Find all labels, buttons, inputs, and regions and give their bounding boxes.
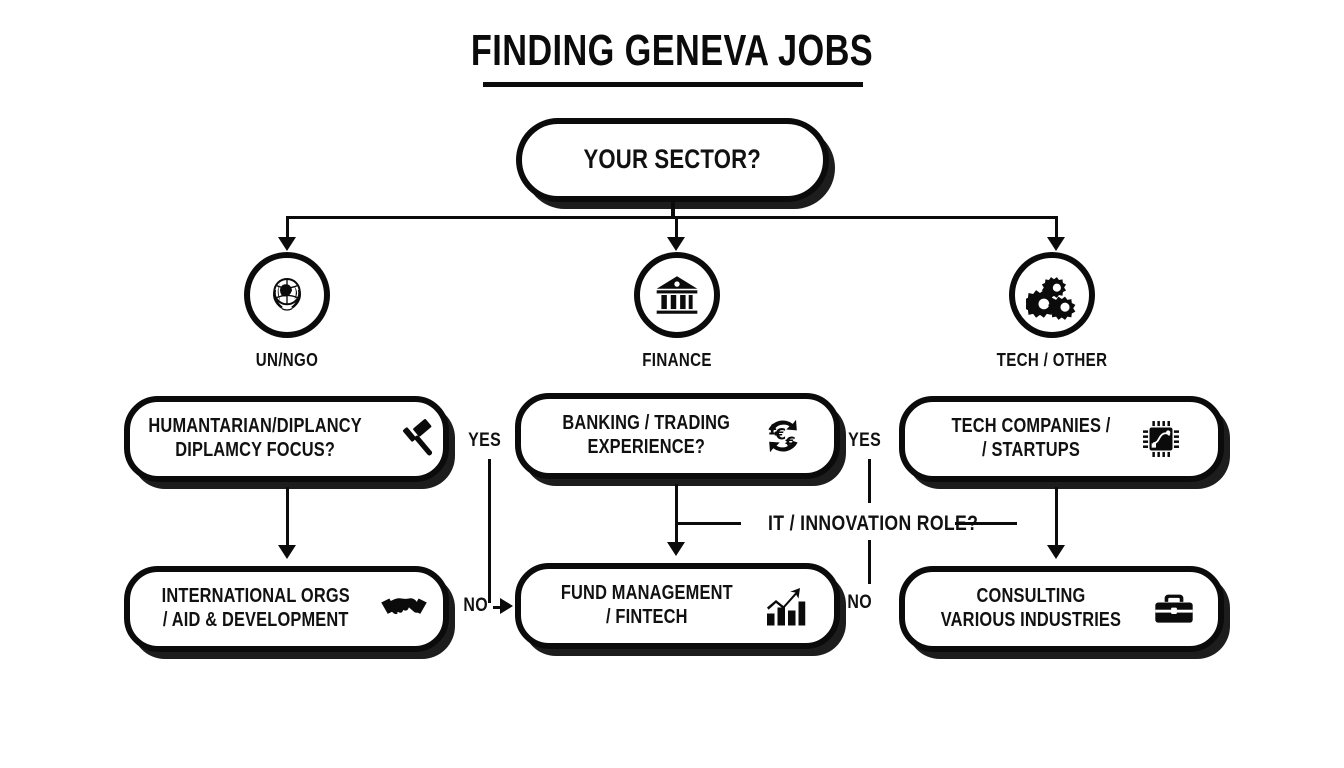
arrow-finance-question-to-outcome <box>667 542 685 556</box>
outcome-label-tech: CONSULTING VARIOUS INDUSTRIES <box>940 585 1121 631</box>
title-underline <box>483 82 863 87</box>
question-node-tech-companies[interactable]: TECH COMPANIES / / STARTUPS <box>899 396 1224 482</box>
microchip-icon <box>1133 411 1189 467</box>
connector-tech-question-to-outcome <box>1055 487 1058 549</box>
sector-label-un: UN/NGO <box>255 350 319 370</box>
growth-chart-icon <box>757 578 813 634</box>
connector-right-yes-spine <box>868 459 871 503</box>
svg-text:€: € <box>784 434 795 451</box>
sector-label-tech: TECH / OTHER <box>996 350 1108 370</box>
arrow-root-to-finance <box>667 237 685 251</box>
root-node-your-sector[interactable]: YOUR SECTOR? <box>516 118 829 202</box>
question-label-finance: BANKING / TRADING EXPERIENCE? <box>562 412 731 458</box>
outcome-node-fund-management[interactable]: FUND MANAGEMENT / FINTECH <box>515 563 840 649</box>
handshake-icon <box>376 581 432 637</box>
connector-root-to-un <box>286 216 289 244</box>
sector-node-finance[interactable]: FINANCE <box>634 252 720 370</box>
connector-root-bus <box>286 216 1058 219</box>
connector-innovation-left <box>676 522 741 525</box>
question-label-tech: TECH COMPANIES / / STARTUPS <box>950 415 1111 461</box>
outcome-label-finance: FUND MANAGEMENT / FINTECH <box>560 582 733 628</box>
edge-label-left-yes: YES <box>468 430 502 451</box>
svg-text:€: € <box>774 424 786 443</box>
arrow-left-no-to-fund <box>500 598 513 614</box>
question-label-un: HUMANTARIAN/DIPLANCY DIPLAMCY FOCUS? <box>148 415 363 461</box>
edge-label-left-no: NO <box>463 595 488 616</box>
connector-root-stem <box>671 202 675 218</box>
arrow-root-to-tech <box>1047 237 1065 251</box>
connector-left-no-stub <box>493 606 506 609</box>
gavel-icon <box>392 411 448 467</box>
arrow-tech-question-to-outcome <box>1047 545 1065 559</box>
sector-node-un-ngo[interactable]: UN/NGO <box>244 252 330 370</box>
question-node-banking[interactable]: BANKING / TRADING EXPERIENCE? £ € € <box>515 393 840 479</box>
connector-root-to-tech <box>1055 216 1058 244</box>
sector-label-finance: FINANCE <box>642 350 712 370</box>
outcome-label-un: INTERNATIONAL ORGS / AID & DEVELOPMENT <box>161 585 350 631</box>
connector-left-yes-no-spine <box>488 459 491 603</box>
arrow-root-to-un <box>278 237 296 251</box>
edge-label-right-yes: YES <box>848 430 882 451</box>
sector-circle-un <box>244 252 330 338</box>
gears-icon <box>1026 269 1078 321</box>
sector-node-tech-other[interactable]: TECH / OTHER <box>997 252 1107 370</box>
edge-label-innovation-role: IT / INNOVATION ROLE? <box>768 512 979 535</box>
currency-exchange-icon: £ € € <box>755 408 811 464</box>
outcome-node-international-orgs[interactable]: INTERNATIONAL ORGS / AID & DEVELOPMENT <box>124 566 449 652</box>
connector-un-question-to-outcome <box>286 487 289 549</box>
outcome-node-consulting[interactable]: CONSULTING VARIOUS INDUSTRIES <box>899 566 1224 652</box>
connector-root-to-finance <box>675 216 678 244</box>
page-title: FINDING GENEVA JOBS <box>470 26 874 75</box>
sector-circle-finance <box>634 252 720 338</box>
un-emblem-icon <box>260 268 314 322</box>
root-node-label: YOUR SECTOR? <box>583 144 762 175</box>
connector-innovation-right <box>955 522 1017 525</box>
question-node-humanitarian[interactable]: HUMANTARIAN/DIPLANCY DIPLAMCY FOCUS? <box>124 396 449 482</box>
edge-label-right-no: NO <box>847 592 872 613</box>
sector-circle-tech <box>1009 252 1095 338</box>
connector-finance-question-to-outcome <box>675 484 678 546</box>
connector-right-no-spine <box>868 540 871 584</box>
briefcase-icon <box>1146 581 1202 637</box>
svg-text:£: £ <box>768 421 778 438</box>
arrow-un-question-to-outcome <box>278 545 296 559</box>
bank-icon <box>652 270 702 320</box>
